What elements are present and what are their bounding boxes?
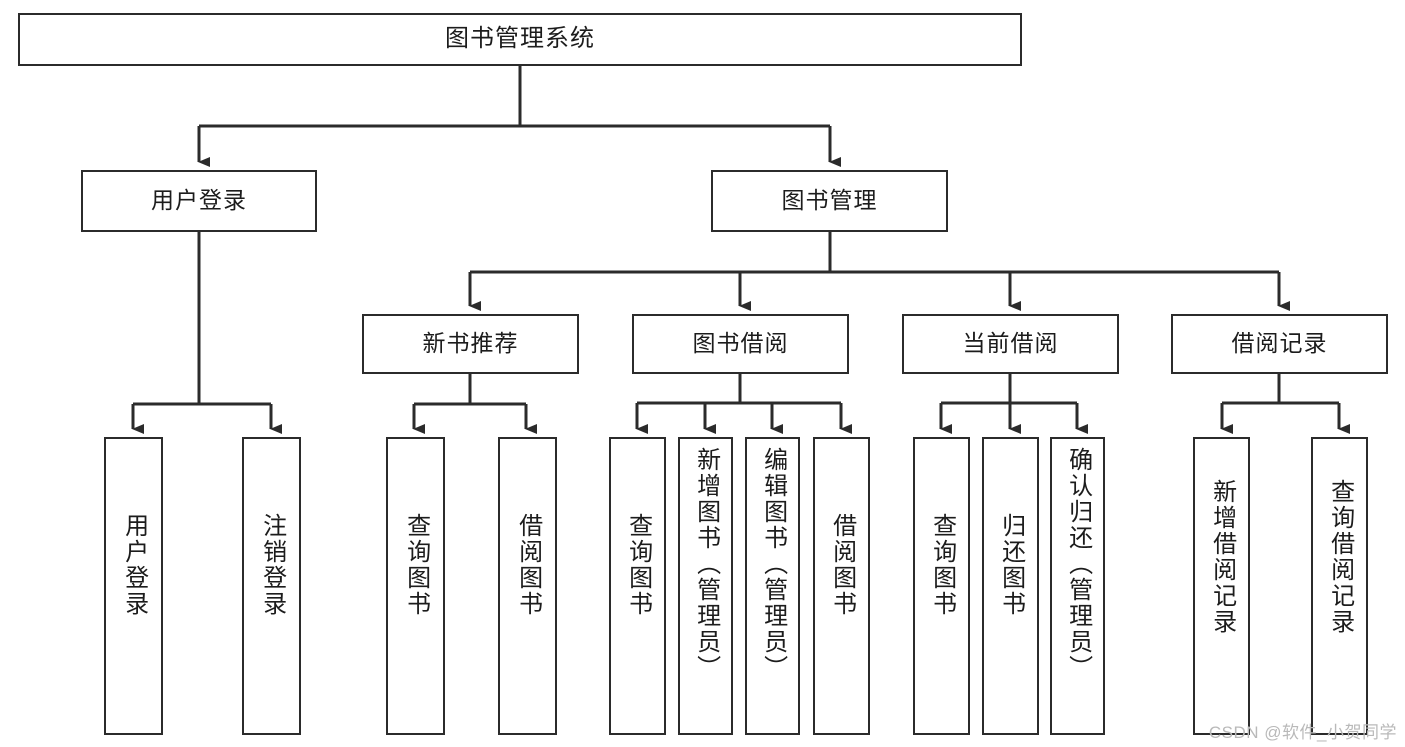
leaf-book-borrow-add-book-admin[interactable]: 新增图书（管理员） bbox=[678, 437, 733, 735]
leaf-book-borrow-borrow-book[interactable]: 借阅图书 bbox=[813, 437, 870, 735]
leaf-new-book-query-book[interactable]: 查询图书 bbox=[386, 437, 445, 735]
node-label: 用户登录 bbox=[151, 187, 247, 214]
node-label: 图书借阅 bbox=[692, 330, 789, 357]
node-label: 借阅图书 bbox=[828, 513, 856, 617]
node-label: 确认归还（管理员） bbox=[1064, 447, 1092, 681]
node-label: 查询图书 bbox=[928, 513, 956, 617]
leaf-borrow-record-add-record[interactable]: 新增借阅记录 bbox=[1193, 437, 1250, 735]
node-root-book-management-system[interactable]: 图书管理系统 bbox=[18, 13, 1022, 66]
node-label: 图书管理 bbox=[781, 187, 878, 214]
node-label: 新书推荐 bbox=[422, 330, 519, 357]
node-label: 当前借阅 bbox=[962, 330, 1059, 357]
leaf-borrow-record-query-record[interactable]: 查询借阅记录 bbox=[1311, 437, 1368, 735]
leaf-current-borrow-confirm-return-admin[interactable]: 确认归还（管理员） bbox=[1050, 437, 1105, 735]
node-label: 查询图书 bbox=[624, 513, 652, 617]
leaf-user-login-login[interactable]: 用户登录 bbox=[104, 437, 163, 735]
node-borrow-record[interactable]: 借阅记录 bbox=[1171, 314, 1388, 374]
node-label: 编辑图书（管理员） bbox=[759, 447, 787, 681]
node-current-borrow[interactable]: 当前借阅 bbox=[902, 314, 1119, 374]
watermark-text: CSDN @软件_小贺同学 bbox=[1208, 723, 1397, 742]
node-label: 注销登录 bbox=[258, 513, 286, 617]
node-book-borrow[interactable]: 图书借阅 bbox=[632, 314, 849, 374]
node-user-login[interactable]: 用户登录 bbox=[81, 170, 317, 232]
node-label: 借阅图书 bbox=[514, 513, 542, 617]
leaf-new-book-borrow-book[interactable]: 借阅图书 bbox=[498, 437, 557, 735]
node-label: 新增图书（管理员） bbox=[692, 447, 720, 681]
leaf-current-borrow-return-book[interactable]: 归还图书 bbox=[982, 437, 1039, 735]
leaf-user-login-logout[interactable]: 注销登录 bbox=[242, 437, 301, 735]
node-new-book-recommend[interactable]: 新书推荐 bbox=[362, 314, 579, 374]
node-label: 新增借阅记录 bbox=[1208, 479, 1236, 635]
leaf-book-borrow-query-book[interactable]: 查询图书 bbox=[609, 437, 666, 735]
leaf-book-borrow-edit-book-admin[interactable]: 编辑图书（管理员） bbox=[745, 437, 800, 735]
node-label: 图书管理系统 bbox=[445, 25, 595, 53]
node-label: 借阅记录 bbox=[1231, 330, 1328, 357]
node-book-management[interactable]: 图书管理 bbox=[711, 170, 948, 232]
node-label: 归还图书 bbox=[997, 513, 1025, 617]
node-label: 查询图书 bbox=[402, 513, 430, 617]
leaf-current-borrow-query-book[interactable]: 查询图书 bbox=[913, 437, 970, 735]
node-label: 查询借阅记录 bbox=[1326, 479, 1354, 635]
node-label: 用户登录 bbox=[120, 513, 148, 617]
